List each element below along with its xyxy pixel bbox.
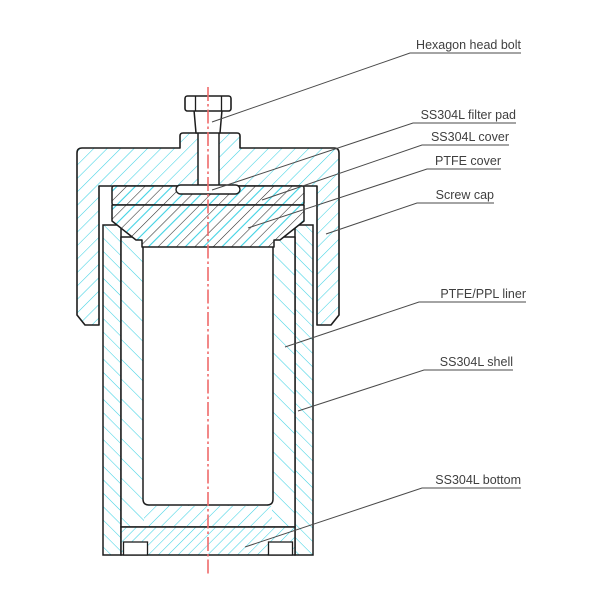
label-hexagon-head-bolt: Hexagon head bolt (416, 38, 521, 52)
leader-ptfe-cover (247, 168, 501, 229)
leader-ptfe-ppl-liner (284, 301, 526, 348)
leader-ss304l-cover (261, 144, 509, 201)
label-screw-cap: Screw cap (436, 188, 494, 202)
label-filter-pad: SS304L filter pad (421, 108, 516, 122)
ptfe-liner-section (120, 236, 296, 528)
bottom-notch-right (267, 541, 294, 556)
leader-screw-cap (325, 202, 494, 235)
ss304l-shell-section (102, 224, 314, 556)
leader-filter-pad (211, 122, 516, 191)
leader-lines (211, 52, 526, 548)
leader-ss304l-bottom (244, 487, 521, 548)
label-ptfe-ppl-liner: PTFE/PPL liner (440, 287, 526, 301)
label-ss304l-bottom: SS304L bottom (435, 473, 521, 487)
leader-hexagon-head-bolt (211, 52, 521, 123)
labels: Hexagon head bolt SS304L filter pad SS30… (416, 38, 526, 487)
bottom-notch-left (122, 541, 149, 556)
label-ss304l-cover: SS304L cover (431, 130, 509, 144)
screw-cap-section (76, 132, 340, 326)
leader-ss304l-shell (297, 369, 513, 412)
label-ss304l-shell: SS304L shell (440, 355, 513, 369)
label-ptfe-cover: PTFE cover (435, 154, 501, 168)
